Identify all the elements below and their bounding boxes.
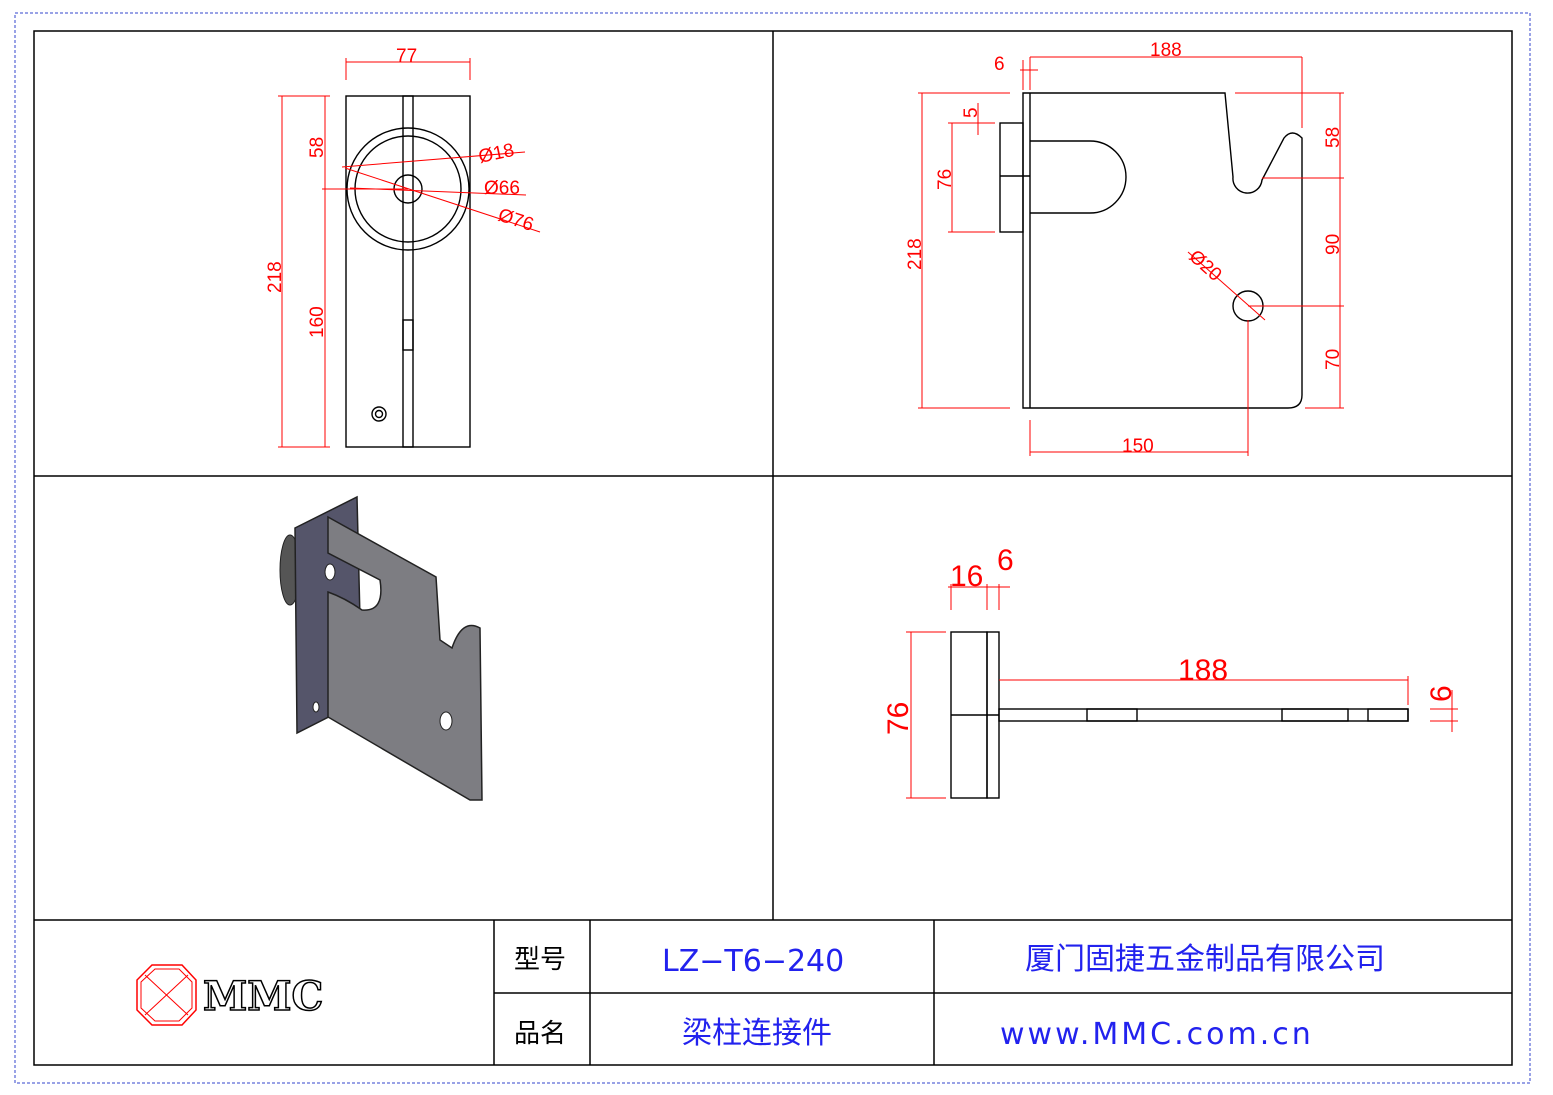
dim-plate: 6 (997, 544, 1014, 577)
dim-boss-height: 76 (935, 169, 956, 190)
name-label: 品名 (514, 1019, 566, 1049)
dim-boss-offset: 5 (961, 107, 982, 118)
dim-lower: 160 (307, 306, 328, 338)
dim-length: 188 (1178, 654, 1228, 687)
logo-text: MMC (203, 973, 323, 1020)
company-logo: MMC (136, 964, 324, 1026)
dim-width: 77 (396, 46, 417, 67)
dim-total-height: 218 (265, 261, 286, 293)
dim-boss: 16 (950, 560, 983, 593)
dim-outer-ring: Ø76 (495, 205, 536, 236)
dim-mid: 90 (1323, 234, 1344, 255)
dim-length: 188 (1150, 40, 1182, 61)
website: www.MMC.com.cn (1000, 1017, 1314, 1052)
frame (33, 30, 1513, 1066)
dim-inner-ring: Ø66 (484, 178, 520, 199)
company-name: 厦门固捷五金制品有限公司 (1025, 942, 1385, 977)
top-view: 16 6 188 6 76 (882, 544, 1458, 799)
side-view: 6 188 218 76 5 58 90 70 150 Ø20 (905, 40, 1344, 457)
name-value: 梁柱连接件 (682, 1016, 832, 1051)
dim-thickness: 6 (994, 54, 1005, 75)
dim-bottom: 70 (1323, 349, 1344, 370)
dim-height: 76 (882, 702, 915, 735)
dim-notch: 58 (1323, 127, 1344, 148)
model-label: 型号 (514, 945, 566, 975)
dim-hole-pos: 150 (1122, 436, 1154, 457)
dim-hole: Ø18 (477, 140, 517, 168)
model-value: LZ−T6−240 (662, 944, 844, 979)
isometric-view (279, 495, 483, 801)
sheet-border (14, 12, 1531, 1084)
front-view: 77 218 58 160 Ø18 Ø66 Ø76 (265, 46, 541, 448)
dim-upper: 58 (307, 137, 328, 158)
dim-total-height: 218 (905, 238, 926, 270)
dim-bar: 6 (1425, 685, 1458, 702)
